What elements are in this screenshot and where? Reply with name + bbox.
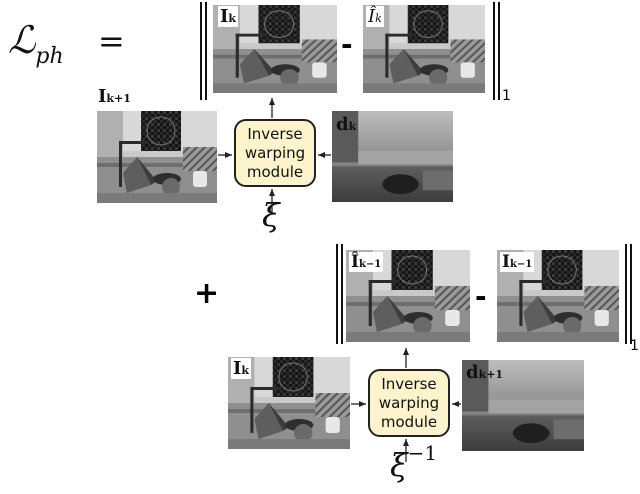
term2-source-label: Ik (231, 358, 252, 379)
term1-pose-symbol: ξ (262, 196, 280, 234)
norm2-subscript: 1 (630, 338, 639, 354)
term1-reconstructed-label: Îk (366, 6, 384, 27)
norm2-bar-right-outer (630, 244, 632, 344)
loss-lhs: ℒph (8, 18, 64, 69)
term1-inverse-warping-module: Inverse warping module (234, 119, 316, 187)
module1-line1: Inverse (247, 124, 303, 143)
term1-depth-label: dk (336, 114, 357, 135)
term2-target-label: Ik−1 (500, 252, 535, 272)
term2-depth-label: dk+1 (466, 362, 504, 383)
term1-minus-sign: - (341, 28, 353, 61)
module2-line1: Inverse (381, 374, 437, 393)
norm1-subscript: 1 (502, 88, 511, 104)
module1-line3: module (246, 162, 304, 181)
term2-inverse-warping-module: Inverse warping module (368, 369, 450, 437)
norm2-bar-left-inner (341, 244, 343, 344)
loss-subscript: ph (35, 44, 64, 69)
norm2-bar-right-inner (625, 244, 627, 344)
plus-sign: + (194, 276, 220, 311)
loss-symbol: ℒ (8, 18, 36, 62)
equals-sign: = (98, 22, 125, 60)
term2-minus-sign: - (475, 280, 487, 313)
term2-pose-symbol: ξ−1 (390, 441, 438, 484)
norm1-bar-right-outer (498, 2, 500, 100)
term1-source-label: Ik+1 (98, 86, 131, 107)
norm1-bar-left-outer (200, 2, 202, 100)
norm1-bar-right-inner (493, 2, 495, 100)
term2-reconstructed-label: Îk−1 (349, 252, 384, 272)
module2-line2: warping (378, 393, 440, 412)
norm1-bar-left-inner (205, 2, 207, 100)
norm2-bar-left-outer (336, 244, 338, 344)
module1-line2: warping (244, 143, 306, 162)
term1-target-label: Ik (218, 6, 239, 27)
module2-line3: module (380, 412, 438, 431)
